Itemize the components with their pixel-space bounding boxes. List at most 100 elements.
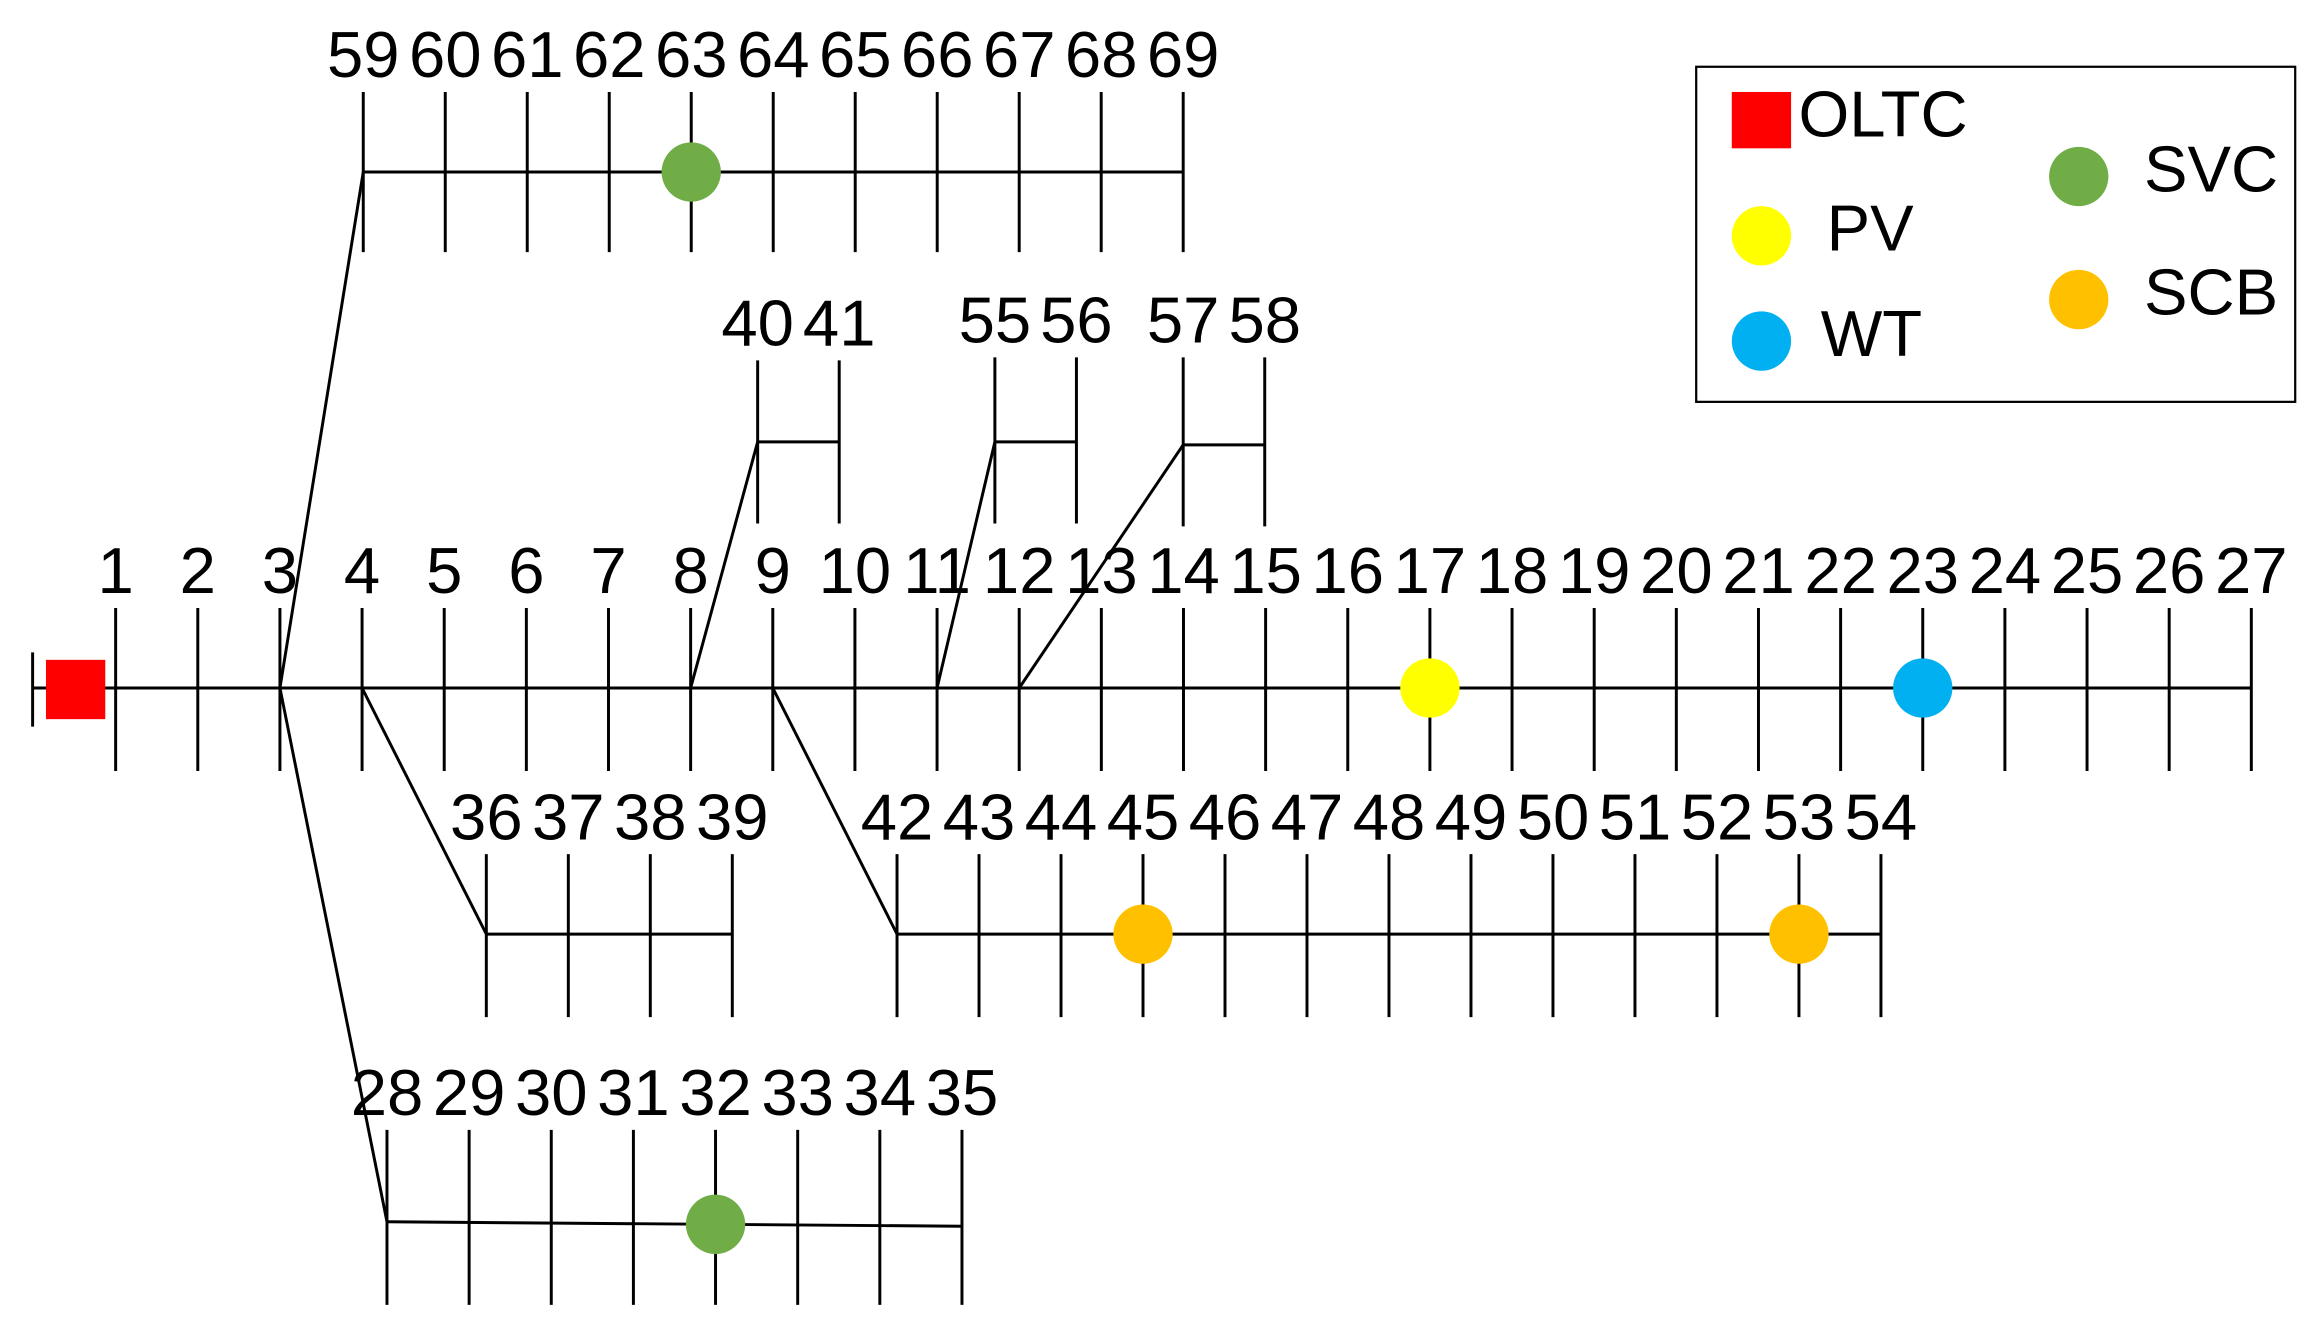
bus-label-48: 48 [1353,780,1426,853]
bus-label-32: 32 [679,1056,752,1129]
bus-label-6: 6 [508,534,544,607]
lateral-11-55 [935,441,997,689]
bus-label-63: 63 [655,18,728,91]
scb-device-bus-53 [1769,904,1829,964]
bus-label-61: 61 [491,18,564,91]
bus-label-56: 56 [1040,284,1113,357]
legend-label-pv: PV [1827,192,1915,265]
bus-label-52: 52 [1681,780,1754,853]
bus-label-12: 12 [983,534,1056,607]
bus-label-26: 26 [2133,534,2206,607]
bus-label-45: 45 [1107,780,1180,853]
legend: OLTC PV WT SVC SCB [1695,65,2297,403]
bus-label-2: 2 [180,534,216,607]
feeder-branch_28 [386,1220,962,1228]
svc-legend-icon [2049,146,2109,207]
lateral-3-28 [278,687,389,1223]
bus-label-54: 54 [1845,780,1918,853]
scb-device-bus-45 [1113,904,1173,964]
bus-label-9: 9 [755,534,791,607]
bus-label-50: 50 [1517,780,1590,853]
bus-label-5: 5 [426,534,462,607]
bus-label-10: 10 [819,534,892,607]
bus-label-27: 27 [2215,534,2288,607]
bus-label-59: 59 [327,18,400,91]
bus-label-14: 14 [1147,534,1220,607]
bus-label-25: 25 [2051,534,2124,607]
bus-label-22: 22 [1804,534,1877,607]
legend-label-oltc: OLTC [1799,77,1968,150]
legend-label-scb: SCB [2144,255,2278,328]
scb-legend-icon [2049,269,2109,330]
bus-label-17: 17 [1394,534,1467,607]
bus-label-44: 44 [1025,780,1098,853]
bus-label-28: 28 [351,1056,424,1129]
lateral-12-57 [1017,444,1185,689]
bus-label-21: 21 [1722,534,1795,607]
bus-label-58: 58 [1228,284,1301,357]
bus-label-68: 68 [1065,18,1138,91]
bus-label-24: 24 [1969,534,2042,607]
bus-label-7: 7 [590,534,626,607]
lateral-4-36 [360,687,488,935]
bus-label-42: 42 [861,780,934,853]
wt-device-bus-23 [1893,658,1953,718]
bus-label-19: 19 [1558,534,1631,607]
bus-label-8: 8 [672,534,708,607]
bus-label-15: 15 [1229,534,1302,607]
bus-label-43: 43 [943,780,1016,853]
lateral-3-59 [278,171,365,689]
bus-label-31: 31 [597,1056,670,1129]
bus-label-40: 40 [721,287,794,360]
bus-label-47: 47 [1271,780,1344,853]
legend-frame [1695,65,2297,403]
bus-label-62: 62 [573,18,646,91]
bus-label-57: 57 [1147,284,1220,357]
bus-label-64: 64 [737,18,810,91]
bus-label-33: 33 [761,1056,834,1129]
svc-device-bus-63 [661,142,721,202]
devices [45,142,1953,1254]
bus-label-36: 36 [450,780,523,853]
bus-label-37: 37 [532,780,605,853]
bus-label-30: 30 [515,1056,588,1129]
bus-label-3: 3 [262,534,298,607]
bus-label-11: 11 [903,534,971,607]
bus-label-1: 1 [98,534,134,607]
bus-label-60: 60 [409,18,482,91]
bus-label-51: 51 [1599,780,1672,853]
bus-label-29: 29 [433,1056,506,1129]
bus-label-13: 13 [1065,534,1138,607]
oltc-device-bus-1 [45,659,106,720]
svc-device-bus-32 [685,1194,746,1254]
bus-label-67: 67 [983,18,1056,91]
bus-label-4: 4 [344,534,380,607]
bus-label-18: 18 [1476,534,1549,607]
bus-label-34: 34 [844,1056,917,1129]
bus-label-23: 23 [1886,534,1959,607]
legend-label-wt: WT [1821,297,1922,370]
bus-label-35: 35 [926,1056,999,1129]
lateral-9-42 [771,687,899,935]
bus-label-16: 16 [1311,534,1384,607]
bus-label-55: 55 [959,284,1032,357]
bus-label-41: 41 [803,287,876,360]
pv-device-bus-17 [1400,658,1460,718]
bus-label-49: 49 [1435,780,1508,853]
bus-label-46: 46 [1189,780,1262,853]
bus-label-69: 69 [1147,18,1220,91]
bus-label-66: 66 [901,18,974,91]
lateral-8-40 [689,441,760,689]
oltc-legend-icon [1731,91,1792,149]
legend-label-svc: SVC [2144,132,2278,205]
bus-label-20: 20 [1640,534,1713,607]
bus-label-39: 39 [696,780,769,853]
bus-label-53: 53 [1763,780,1836,853]
bus-label-65: 65 [819,18,892,91]
network-lines [31,91,2253,1305]
wt-legend-icon [1731,311,1792,371]
bus-label-38: 38 [614,780,687,853]
pv-legend-icon [1731,206,1792,266]
